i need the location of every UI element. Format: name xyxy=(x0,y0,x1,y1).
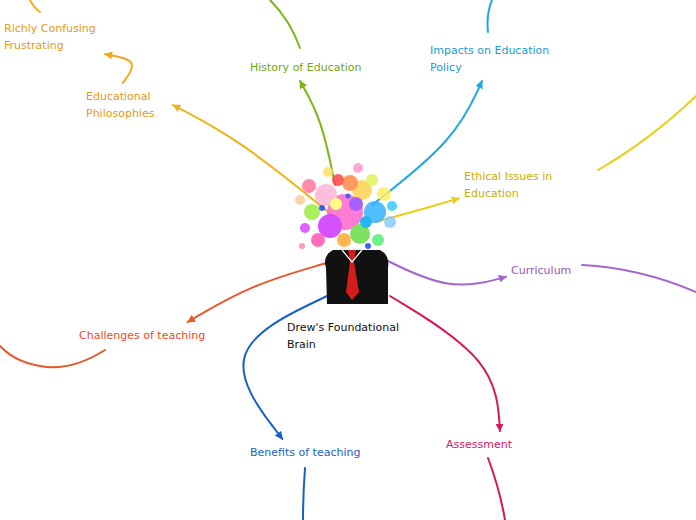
leader-line xyxy=(303,468,305,520)
topic-label: Benefits of teaching xyxy=(250,444,360,461)
leader-line xyxy=(488,0,493,32)
topic-label: Impacts on Education Policy xyxy=(430,42,561,76)
branch-connector xyxy=(173,105,332,215)
branch-topic: History of Education xyxy=(248,57,364,78)
branch-connector xyxy=(390,296,500,431)
topic-label: Educational Philosophies xyxy=(86,88,168,122)
topic-label: Curriculum xyxy=(511,262,571,279)
leader-line xyxy=(0,346,105,367)
central-topic: Drew's Foundational Brain xyxy=(285,317,413,355)
branch-topic: Richly Confusing Frustrating xyxy=(2,18,102,56)
topic-label: Richly Confusing Frustrating xyxy=(4,20,100,54)
topic-label: Ethical Issues in Education xyxy=(464,168,570,202)
leader-line xyxy=(598,96,696,170)
branch-topic: Challenges of teaching xyxy=(77,325,207,346)
topic-label: History of Education xyxy=(250,59,362,76)
topic-label: Drew's Foundational Brain xyxy=(287,319,411,353)
branch-connector xyxy=(105,54,132,83)
branch-connector xyxy=(378,256,506,285)
suit xyxy=(325,250,388,304)
branch-topic: Curriculum xyxy=(509,260,573,281)
topic-label: Assessment xyxy=(446,436,512,453)
branch-connector xyxy=(300,81,335,185)
branch-topic: Educational Philosophies xyxy=(84,86,170,124)
leader-line xyxy=(30,0,40,12)
leader-line xyxy=(582,265,696,292)
color-splatter xyxy=(295,163,397,249)
branch-connector xyxy=(188,262,330,322)
branch-topic: Assessment xyxy=(444,434,514,455)
topic-label: Challenges of teaching xyxy=(79,327,205,344)
branch-topic: Ethical Issues in Education xyxy=(462,166,572,204)
branch-topic: Benefits of teaching xyxy=(248,442,362,463)
branch-topic: Impacts on Education Policy xyxy=(428,40,563,78)
leader-line xyxy=(270,0,300,48)
leader-line xyxy=(488,458,505,520)
branch-connector xyxy=(243,296,327,439)
branch-connector xyxy=(372,81,482,205)
